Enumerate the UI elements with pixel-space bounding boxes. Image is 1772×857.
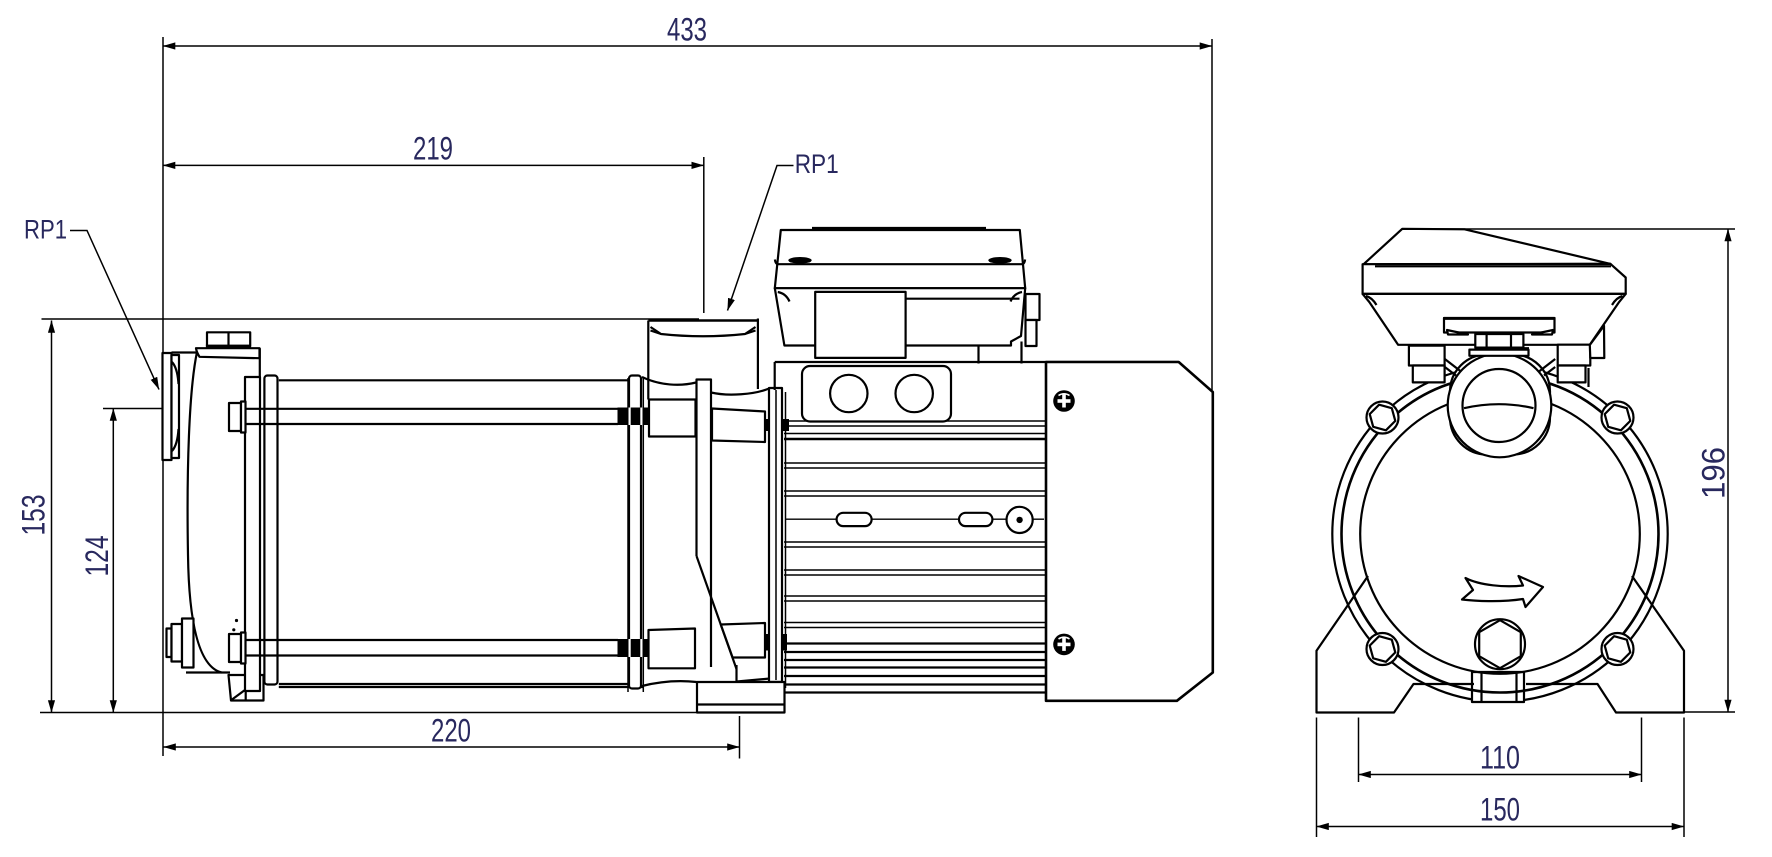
svg-text:150: 150 xyxy=(1480,792,1520,828)
svg-text:196: 196 xyxy=(1696,447,1732,499)
svg-text:220: 220 xyxy=(431,713,471,749)
svg-text:RP1: RP1 xyxy=(24,215,67,245)
svg-text:RP1: RP1 xyxy=(795,149,839,179)
svg-text:433: 433 xyxy=(667,12,707,48)
svg-text:124: 124 xyxy=(79,536,115,577)
svg-text:110: 110 xyxy=(1480,740,1520,776)
svg-text:219: 219 xyxy=(413,131,453,167)
svg-text:153: 153 xyxy=(16,495,52,536)
